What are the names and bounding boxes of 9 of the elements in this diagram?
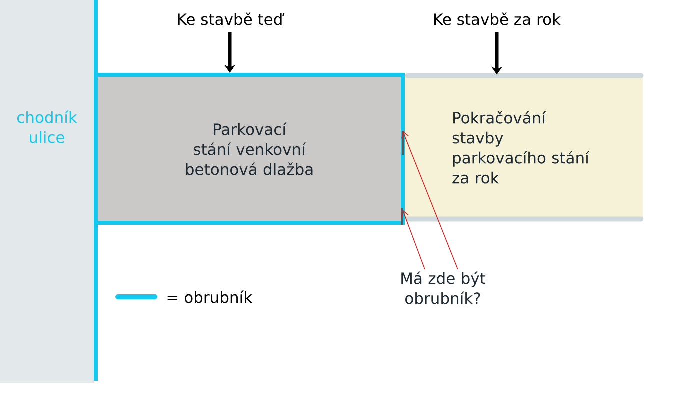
sidewalk-band: chodník ulice: [0, 0, 94, 383]
leader-line: [402, 131, 458, 270]
heading-text: Ke stavbě teď: [178, 12, 285, 26]
parking-area-box: Parkovací stání venkovní betonová dlažba: [94, 73, 405, 225]
legend-text: = obrubník: [168, 290, 253, 304]
future-area-box: Pokračování stavby parkovacího stání za rok: [403, 73, 644, 222]
leader-line: [402, 210, 426, 270]
callout-text: Má zde být obrubník?: [402, 272, 486, 304]
heading-text: Ke stavbě za rok: [434, 12, 561, 26]
